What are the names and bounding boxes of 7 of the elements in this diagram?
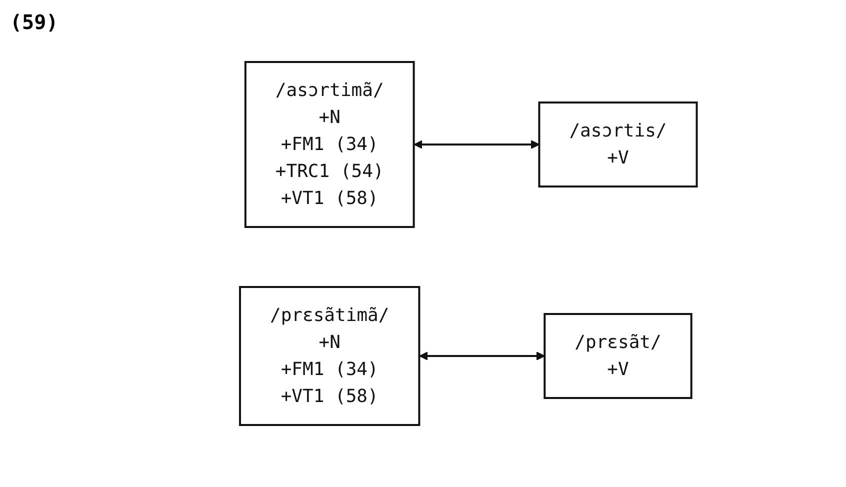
feature-matrix: /asɔrtis/ +V: [538, 102, 698, 188]
double-arrow: [413, 140, 540, 149]
feature-matrix: /asɔrtimã/ +N +FM1 (34) +TRC1 (54) +VT1 (58): [244, 61, 414, 228]
feature-matrix: /prɛsãt/ +V: [543, 313, 692, 399]
double-arrow: [418, 352, 545, 360]
feature-matrix: /prɛsãtimã/ +N +FM1 (34) +VT1 (58): [238, 286, 420, 426]
example-number: (59): [10, 10, 60, 34]
